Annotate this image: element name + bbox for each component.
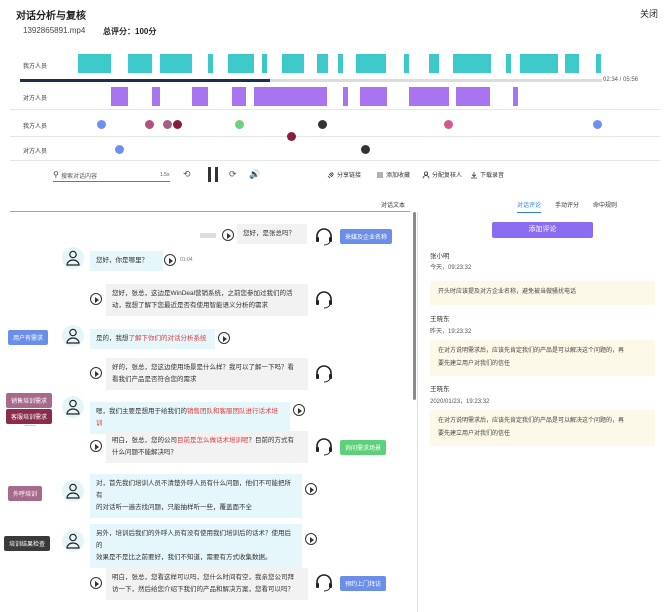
add-favorite-label: 添加收藏: [385, 173, 410, 179]
list-icon: [377, 172, 383, 178]
download-icon: [471, 172, 477, 179]
link-icon: [327, 172, 334, 179]
message-time: 01:04: [180, 257, 193, 263]
avatar: [62, 325, 84, 347]
headset-icon: [314, 436, 334, 456]
comment-text: 开头时应该提及对方企业名称，避免被当做骚扰电话: [430, 281, 655, 305]
file-name: 1392865891.mp4: [23, 26, 86, 35]
tab-manual-score[interactable]: 手动评分: [555, 203, 580, 209]
play-icon[interactable]: [293, 404, 305, 416]
page-title: 对话分析与复核: [16, 11, 86, 22]
message-self: 明白，张总，您看这样可以吗，您什么时间有空，我亲您公司拜 访一下，然后给您介绍下…: [106, 568, 308, 600]
volume-icon[interactable]: 🔊: [249, 169, 261, 179]
add-comment-button[interactable]: 添加评论: [492, 222, 593, 238]
transcript-scrollbar[interactable]: [413, 212, 416, 400]
add-favorite-button[interactable]: 添加收藏: [376, 170, 410, 179]
track-divider: [10, 160, 660, 161]
headset-icon: [314, 363, 334, 383]
comment-author: 张小明: [430, 253, 450, 260]
transcript-search[interactable]: ⚲ 搜索对话内容: [53, 170, 170, 182]
headset-icon: [314, 572, 334, 592]
play-icon[interactable]: [305, 533, 317, 545]
search-input[interactable]: 搜索对话内容: [61, 174, 98, 180]
comment-text: 在对方说明需求后，应该先肯定我们的产品是可以解决这个问题的，再 要先建立用户对我…: [430, 340, 655, 376]
comment-time: 今天，09:23:32: [430, 265, 472, 271]
message-other: 另外，培训后我们的外呼人员有没有使用我们培训后的话术？使用后的 效果是不是比之前…: [90, 524, 302, 568]
message-self: 好的，张总，您这边使用场景是什么样？我可以了解一下吗？看 看我们产品是否符合您的…: [106, 358, 308, 390]
message-self: 您好，张总，这边是WinDeal营销系统，之前您参加过我们的活 动，我想了解下您…: [106, 284, 308, 316]
total-score: 总评分：100分: [103, 27, 157, 36]
avatar: [62, 396, 84, 418]
track-divider: [10, 136, 660, 137]
headset-icon: [314, 226, 334, 246]
close-button[interactable]: 关闭: [639, 9, 658, 19]
panel-divider: [417, 212, 418, 612]
headset-icon: [314, 289, 334, 309]
tab-comments[interactable]: 对话评论: [517, 200, 542, 213]
play-icon[interactable]: [305, 483, 317, 495]
playback-time: 02:34 / 05:56: [603, 77, 639, 83]
message-self: 明白，张总，您的公司目前是怎么做话术培训呢？目前的方式有 什么问题不能解决吗？: [106, 431, 308, 463]
tag-schedule-visit[interactable]: 预约上门拜访: [340, 576, 387, 591]
search-icon: ⚲: [53, 170, 59, 179]
event-label-self: 我方人员: [23, 124, 48, 130]
comment-author: 王晓东: [430, 316, 450, 323]
tag-sales-training[interactable]: 销售培训需求: [6, 393, 53, 408]
playback-progress-track[interactable]: [20, 79, 602, 82]
share-link-button[interactable]: 分享链接: [327, 170, 361, 179]
speed-selector[interactable]: 1.5x: [160, 172, 170, 178]
transcript-section-title: 对话文本: [381, 203, 406, 209]
message-other: 您好，你是哪里？: [90, 251, 163, 271]
share-link-label: 分享链接: [336, 173, 361, 179]
pause-button[interactable]: [207, 167, 219, 182]
play-icon[interactable]: [90, 293, 102, 305]
tab-hit-rules[interactable]: 命中规则: [593, 203, 618, 209]
message-other: 嗯，我们主要是想用于给我们的销售团队和客服团队进行话术培训: [90, 402, 290, 434]
tag-outbound-training[interactable]: 外呼培训: [8, 486, 43, 501]
message-other: 对，首先我们培训人员不清楚外呼人员有什么问题，他们不可能把所有 的对话听一遍去找…: [90, 474, 302, 518]
assign-reviewer-button[interactable]: 分配复核人: [422, 170, 462, 179]
play-icon[interactable]: [164, 254, 176, 266]
event-label-other: 对方人员: [23, 149, 48, 155]
play-icon[interactable]: [218, 332, 230, 344]
comment-time: 昨天，19:23:32: [430, 329, 472, 335]
track-label-self: 我方人员: [23, 64, 48, 70]
more-tags[interactable]: ……: [24, 422, 36, 428]
play-icon[interactable]: [90, 577, 102, 589]
comment-text: 在对方说明需求后，应该先肯定我们的产品是可以解决这个问题的，再 要先建立用户对我…: [430, 410, 655, 446]
track-label-other: 对方人员: [23, 96, 48, 102]
waveform-icon: [200, 233, 216, 238]
tag-company-name[interactable]: 来媒及企业名称: [340, 229, 393, 244]
play-icon[interactable]: [90, 440, 102, 452]
tag-ask-scenario[interactable]: 询问需求场景: [340, 440, 387, 455]
message-self: 您好，是张总吗？: [237, 224, 307, 244]
section-divider: [10, 211, 410, 212]
avatar: [62, 247, 84, 269]
avatar: [62, 480, 84, 502]
play-icon[interactable]: [90, 367, 102, 379]
comment-time: 2020/01/23，19:23:32: [430, 399, 490, 405]
assign-reviewer-label: 分配复核人: [431, 173, 462, 179]
play-icon[interactable]: [222, 229, 234, 241]
playback-progress-fill: [20, 79, 271, 82]
user-icon: [422, 171, 430, 179]
comment-author: 王晓东: [430, 386, 450, 393]
avatar: [62, 530, 84, 552]
message-other: 是的，我想了解下你们的对话分析系统: [90, 329, 215, 349]
rewind-icon[interactable]: ⟲: [183, 169, 191, 179]
tag-service-training[interactable]: 客服培训需求: [6, 409, 53, 424]
track-divider: [10, 109, 660, 110]
tag-training-check[interactable]: 培训结果检查: [4, 536, 51, 551]
download-audio-button[interactable]: 下载录音: [470, 170, 504, 179]
download-audio-label: 下载录音: [479, 173, 504, 179]
forward-icon[interactable]: ⟳: [229, 169, 237, 179]
tag-user-has-demand[interactable]: 用户有需求: [8, 330, 49, 345]
